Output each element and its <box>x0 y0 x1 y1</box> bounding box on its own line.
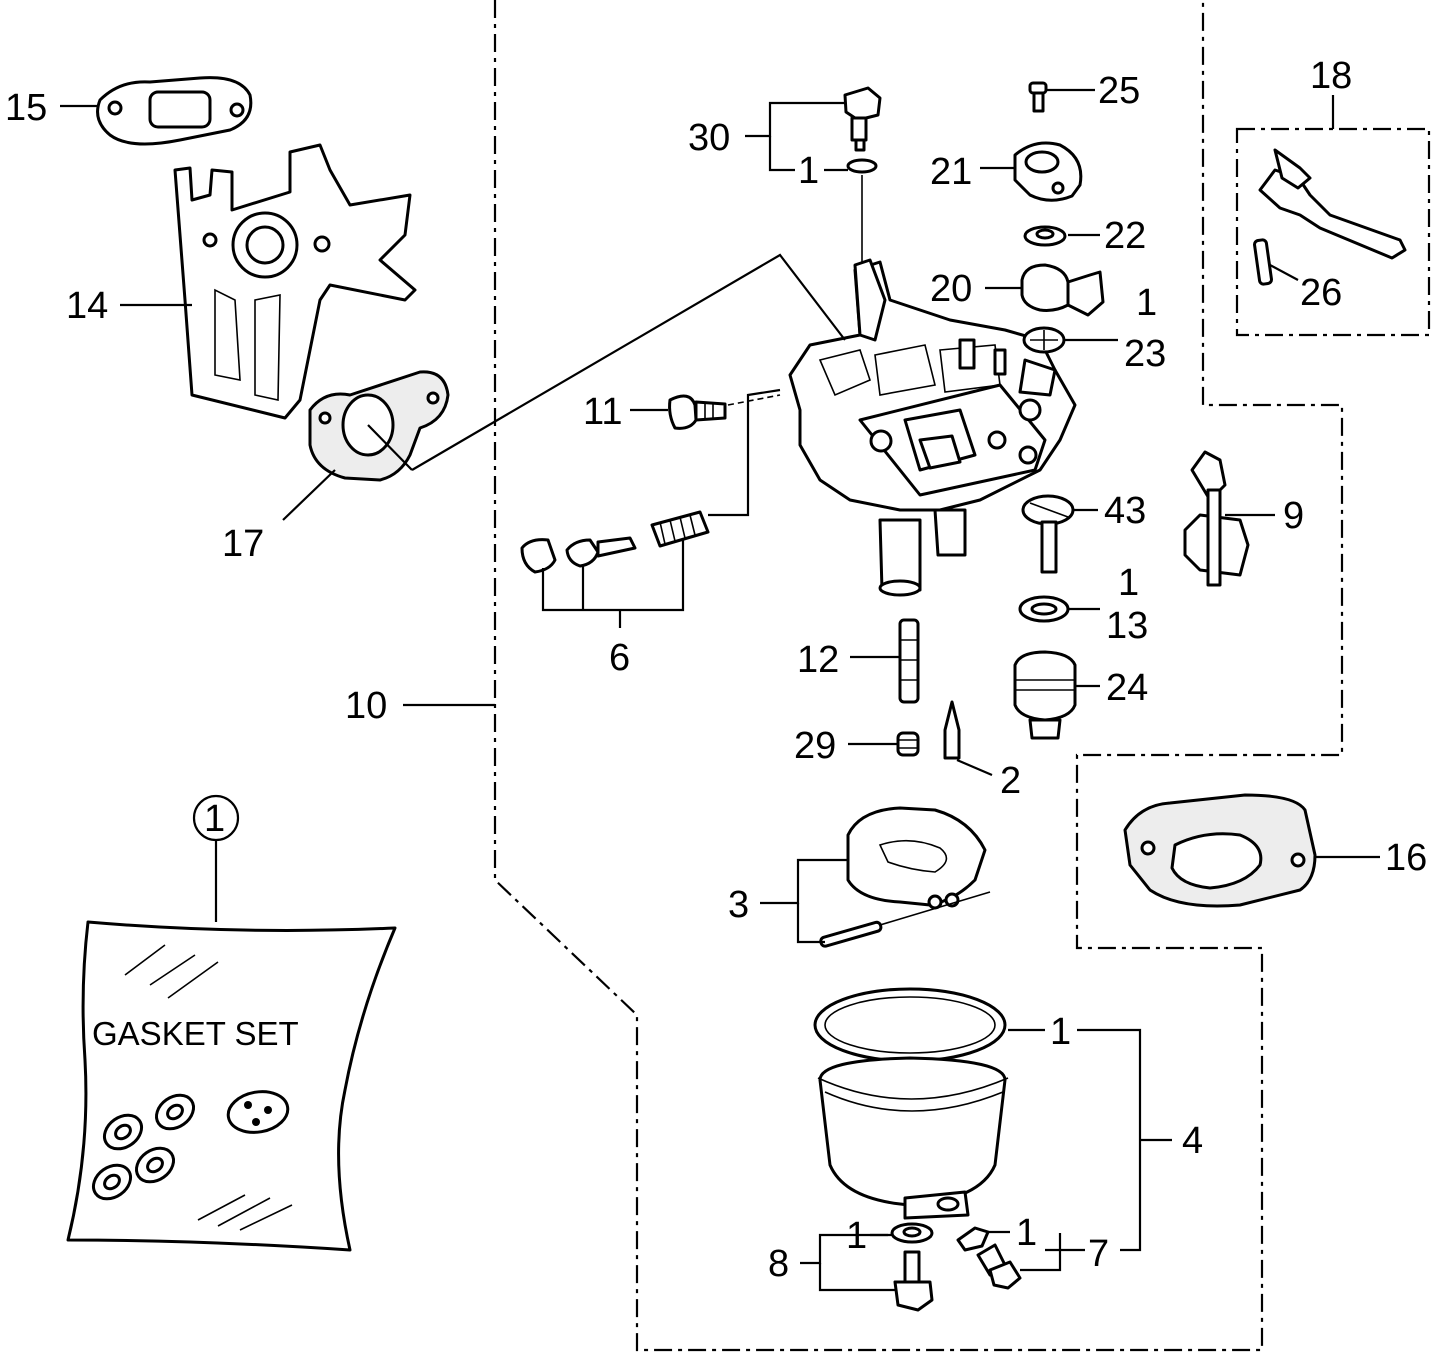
part-22-ring <box>1023 225 1067 247</box>
label-26: 26 <box>1300 272 1342 314</box>
part-1-washer-top <box>846 158 878 174</box>
part-20-lever <box>1020 263 1105 317</box>
label-11: 11 <box>583 391 622 433</box>
label-12: 12 <box>797 639 839 681</box>
part-1-washer-8 <box>890 1222 934 1244</box>
label-20: 20 <box>930 268 972 310</box>
label-1-23: 1 <box>1136 282 1157 324</box>
label-1-13: 1 <box>1118 562 1139 604</box>
label-14: 14 <box>66 285 108 327</box>
part-29-main-jet <box>896 731 920 757</box>
assembly-boundary-10 <box>493 0 1344 1352</box>
label-18: 18 <box>1310 55 1352 97</box>
label-4: 4 <box>1182 1120 1203 1162</box>
part-25-screw <box>1028 81 1048 113</box>
part-26-pin <box>1253 238 1273 286</box>
part-24-jet-holder <box>1013 650 1077 740</box>
label-1-washer-8: 1 <box>846 1215 867 1257</box>
label-3: 3 <box>728 884 749 926</box>
label-30: 30 <box>688 117 730 159</box>
label-1-washer-7: 1 <box>1016 1212 1037 1254</box>
label-15: 15 <box>5 87 47 129</box>
label-7: 7 <box>1088 1233 1109 1275</box>
part-4-float-bowl <box>813 987 1009 1220</box>
label-29: 29 <box>794 725 836 767</box>
part-2-needle <box>943 700 961 760</box>
gasket-set-bag: GASKET SET <box>66 920 397 1252</box>
part-17-gasket <box>308 370 450 482</box>
part-16-gasket <box>1123 793 1317 908</box>
label-24: 24 <box>1106 667 1148 709</box>
label-6: 6 <box>609 637 630 679</box>
label-13: 13 <box>1106 605 1148 647</box>
part-13-washer <box>1018 595 1070 623</box>
part-8-bolt <box>893 1250 934 1312</box>
label-1-bowl: 1 <box>1050 1011 1071 1053</box>
part-3-float <box>819 806 987 948</box>
part-14-insulator-bracket <box>173 143 417 420</box>
part-9-choke <box>1183 450 1250 587</box>
label-25: 25 <box>1098 70 1140 112</box>
part-7-bolt <box>976 1243 1022 1290</box>
part-43-screw <box>1021 494 1075 574</box>
label-8: 8 <box>768 1243 789 1285</box>
label-21: 21 <box>930 151 972 193</box>
part-6-adjust-assembly <box>520 510 710 574</box>
part-labels: 15 14 17 30 1 25 21 22 20 1 23 18 26 11 … <box>5 55 1427 1285</box>
label-22: 22 <box>1104 215 1146 257</box>
part-15-gasket <box>96 76 253 146</box>
label-1-washer-top: 1 <box>798 150 819 192</box>
part-18-throttle-lever <box>1258 148 1407 260</box>
label-16: 16 <box>1385 837 1427 879</box>
label-43: 43 <box>1104 490 1146 532</box>
part-12-emulsion-tube <box>898 618 920 704</box>
part-1-washer-7 <box>956 1226 990 1252</box>
circled-label-1: 1 <box>192 794 240 842</box>
carburetor-body <box>788 258 1077 597</box>
part-23-washer <box>1022 326 1066 354</box>
part-21-plate <box>1013 141 1083 202</box>
label-1-circled: 1 <box>204 798 225 840</box>
part-11-screw <box>668 394 727 430</box>
gasket-set-label: GASKET SET <box>92 1015 299 1052</box>
label-9: 9 <box>1283 495 1304 537</box>
part-30-screw <box>843 86 882 152</box>
label-17: 17 <box>222 523 264 565</box>
label-23: 23 <box>1124 333 1166 375</box>
leader-lines <box>60 88 1380 1292</box>
label-2: 2 <box>1000 760 1021 802</box>
label-10: 10 <box>345 685 387 727</box>
